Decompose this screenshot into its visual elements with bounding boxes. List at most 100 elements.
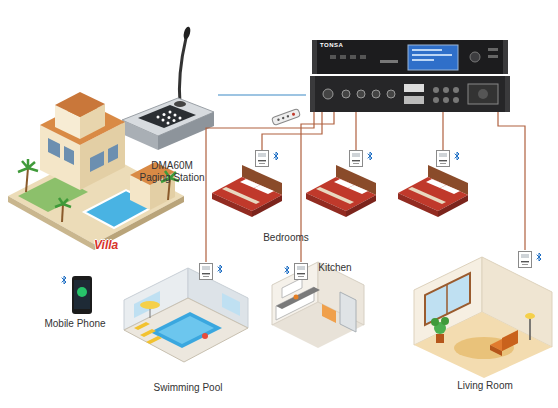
paging-station [157, 116, 160, 119]
villa-illustration [64, 146, 74, 165]
node-label: Villa [94, 238, 134, 252]
room-node: Kitchen [268, 262, 368, 360]
living-room-illustration [441, 317, 449, 325]
bed-illustration [254, 185, 274, 194]
amplifier-rack [412, 54, 452, 56]
amplifier-rack [330, 55, 336, 59]
bed-illustration [348, 185, 368, 194]
villa-illustration [48, 138, 60, 158]
living-room-illustration [414, 312, 552, 378]
amplifier-rack [372, 90, 380, 98]
bed-illustration [222, 187, 260, 204]
amplifier-rack [404, 96, 424, 104]
pool-illustration [140, 301, 160, 309]
pool-illustration [150, 312, 222, 348]
amplifier-rack [323, 89, 333, 99]
living-room-illustration [519, 252, 532, 268]
living-room-illustration [446, 284, 448, 314]
villa-node: Villa [4, 88, 186, 288]
paging-station [174, 114, 177, 117]
living-room-illustration [502, 330, 518, 351]
mobile-phone [72, 276, 92, 314]
node-label: DMA60M Paging Station [137, 160, 207, 184]
bed-illustration [455, 152, 459, 160]
bed-illustration [368, 152, 372, 160]
signal-cable [355, 112, 356, 150]
living-room-illustration [525, 313, 535, 319]
node-label: Mobile Phone [30, 318, 120, 330]
kitchen-illustration [294, 295, 299, 300]
signal-cable [262, 112, 322, 150]
pool-illustration [134, 322, 150, 330]
bed-illustration [256, 151, 269, 167]
amplifier-rack [310, 76, 510, 112]
bed-illustration [408, 187, 446, 204]
kitchen-illustration [340, 292, 356, 332]
bed-illustration [274, 152, 278, 160]
amplifier-rack [312, 40, 317, 74]
paging-station [122, 120, 158, 150]
bed-illustration [306, 165, 376, 217]
amplifier-rack [408, 45, 458, 70]
living-room-illustration [537, 253, 541, 261]
amplifier-rack [412, 59, 434, 61]
amplifier-rack [380, 60, 398, 63]
mobile-phone [62, 276, 66, 284]
mobile-phone [77, 287, 87, 297]
paging-station [162, 119, 165, 122]
pool-illustration [222, 293, 240, 316]
bed-illustration [252, 195, 282, 217]
bed-illustration [398, 165, 468, 217]
amplifier-rack [443, 87, 449, 93]
pool-illustration [218, 265, 222, 273]
kitchen-illustration [295, 264, 308, 280]
node-label: Kitchen [310, 262, 360, 274]
paging-station [179, 38, 186, 104]
bed-illustration [438, 195, 468, 217]
villa-illustration [62, 204, 63, 222]
remote-control [271, 108, 300, 125]
paging-station [169, 111, 172, 114]
remote-control [286, 115, 289, 118]
amplifier-rack [404, 84, 424, 92]
bed-illustration [316, 187, 354, 204]
paging-station-node: DMA60M Paging Station [108, 28, 218, 193]
villa-illustration [108, 144, 118, 163]
villa-illustration [18, 159, 38, 172]
remote-control [271, 108, 300, 125]
node-label: Swimming Pool [138, 382, 238, 394]
amplifier-rack [468, 84, 498, 104]
room-node: Swimming Pool [118, 262, 250, 402]
villa-illustration [90, 151, 104, 172]
pool-illustration [158, 316, 214, 344]
living-room-illustration [425, 273, 470, 325]
amplifier-rack [488, 55, 498, 58]
paging-station [168, 116, 171, 119]
amplifier-rack [312, 40, 508, 74]
mobile-phone [74, 280, 90, 309]
paging-station [182, 26, 191, 40]
amplifier-rack [488, 48, 498, 51]
bed-illustration [212, 151, 468, 218]
node-label: Bedrooms [246, 232, 326, 244]
device-node: Mobile Phone [30, 270, 120, 332]
living-room-illustration [490, 345, 502, 356]
amplifier-rack [503, 40, 508, 74]
bed-illustration [350, 151, 363, 167]
signal-cable [218, 94, 306, 95]
villa-illustration [55, 92, 105, 117]
room-node: Living Room [410, 250, 558, 402]
living-room-illustration [436, 334, 444, 343]
living-room-illustration [431, 318, 439, 326]
living-room-illustration [529, 318, 531, 340]
bed-illustration [346, 195, 376, 217]
amplifier-rack [310, 76, 315, 112]
pool-illustration [124, 264, 248, 363]
pool-illustration [202, 333, 208, 339]
villa-illustration [55, 198, 71, 207]
paging-station [138, 105, 196, 128]
amplifier-rack [443, 97, 449, 103]
bed-illustration [440, 185, 460, 194]
